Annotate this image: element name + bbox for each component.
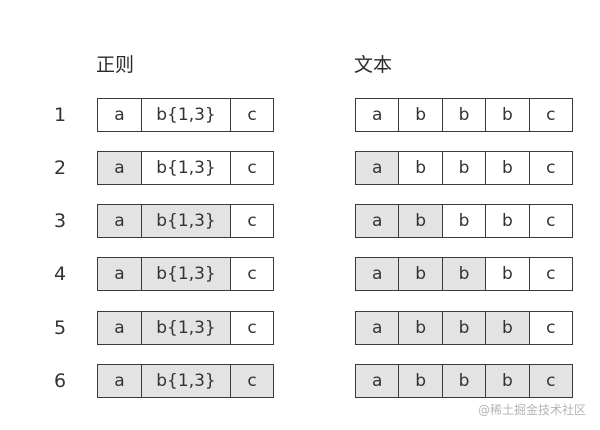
- text-char-cell: b: [442, 258, 487, 290]
- step-number: 6: [54, 370, 67, 392]
- text-char-cell: a: [356, 205, 400, 237]
- text-char-cell: c: [529, 205, 573, 237]
- text-char-cell: a: [356, 365, 400, 397]
- regex-token-cell: b{1,3}: [142, 312, 231, 344]
- text-char-cell: b: [486, 312, 530, 344]
- regex-token-cell: a: [98, 205, 142, 237]
- step-number: 2: [54, 157, 67, 179]
- regex-token-cell: b{1,3}: [142, 258, 231, 290]
- text-char-cell: c: [529, 258, 573, 290]
- text-char-cell: c: [529, 152, 573, 184]
- text-char-cell: b: [486, 365, 530, 397]
- text-char-cell: a: [356, 99, 400, 131]
- regex-token-cell: a: [98, 258, 142, 290]
- regex-token-cell: c: [231, 99, 273, 131]
- regex-column-header: 正则: [96, 54, 135, 76]
- regex-token-cell: a: [98, 312, 142, 344]
- watermark: @稀土掘金技术社区: [477, 403, 586, 417]
- text-char-cell: b: [442, 365, 487, 397]
- text-char-cell: b: [399, 365, 443, 397]
- text-char-cell: b: [486, 99, 530, 131]
- text-char-cell: c: [529, 99, 573, 131]
- step-number: 3: [54, 210, 67, 232]
- text-char-cell: b: [442, 99, 487, 131]
- text-char-cell: b: [399, 312, 443, 344]
- text-char-cell: b: [399, 205, 443, 237]
- regex-token-cell: c: [231, 365, 273, 397]
- text-char-cell: a: [356, 152, 400, 184]
- regex-token-cell: a: [98, 99, 142, 131]
- regex-token-cell: c: [231, 258, 273, 290]
- text-column-header: 文本: [354, 54, 393, 76]
- text-char-cell: b: [486, 152, 530, 184]
- step-number: 5: [54, 317, 67, 339]
- text-char-cell: b: [486, 258, 530, 290]
- step-number: 1: [54, 104, 67, 126]
- regex-token-cell: b{1,3}: [142, 152, 231, 184]
- regex-token-cell: a: [98, 152, 142, 184]
- text-char-cell: a: [356, 258, 400, 290]
- text-char-cell: b: [442, 312, 487, 344]
- regex-token-cell: c: [231, 205, 273, 237]
- text-char-cell: b: [442, 205, 487, 237]
- regex-token-cell: b{1,3}: [142, 99, 231, 131]
- text-char-cell: c: [529, 365, 573, 397]
- regex-token-cell: c: [231, 312, 273, 344]
- text-char-cell: b: [486, 205, 530, 237]
- text-char-cell: c: [529, 312, 573, 344]
- text-char-cell: b: [399, 99, 443, 131]
- regex-token-cell: b{1,3}: [142, 205, 231, 237]
- regex-token-cell: a: [98, 365, 142, 397]
- regex-token-cell: b{1,3}: [142, 365, 231, 397]
- text-char-cell: b: [399, 152, 443, 184]
- text-char-cell: a: [356, 312, 400, 344]
- regex-token-cell: c: [231, 152, 273, 184]
- text-char-cell: b: [442, 152, 487, 184]
- step-number: 4: [54, 263, 67, 285]
- text-char-cell: b: [399, 258, 443, 290]
